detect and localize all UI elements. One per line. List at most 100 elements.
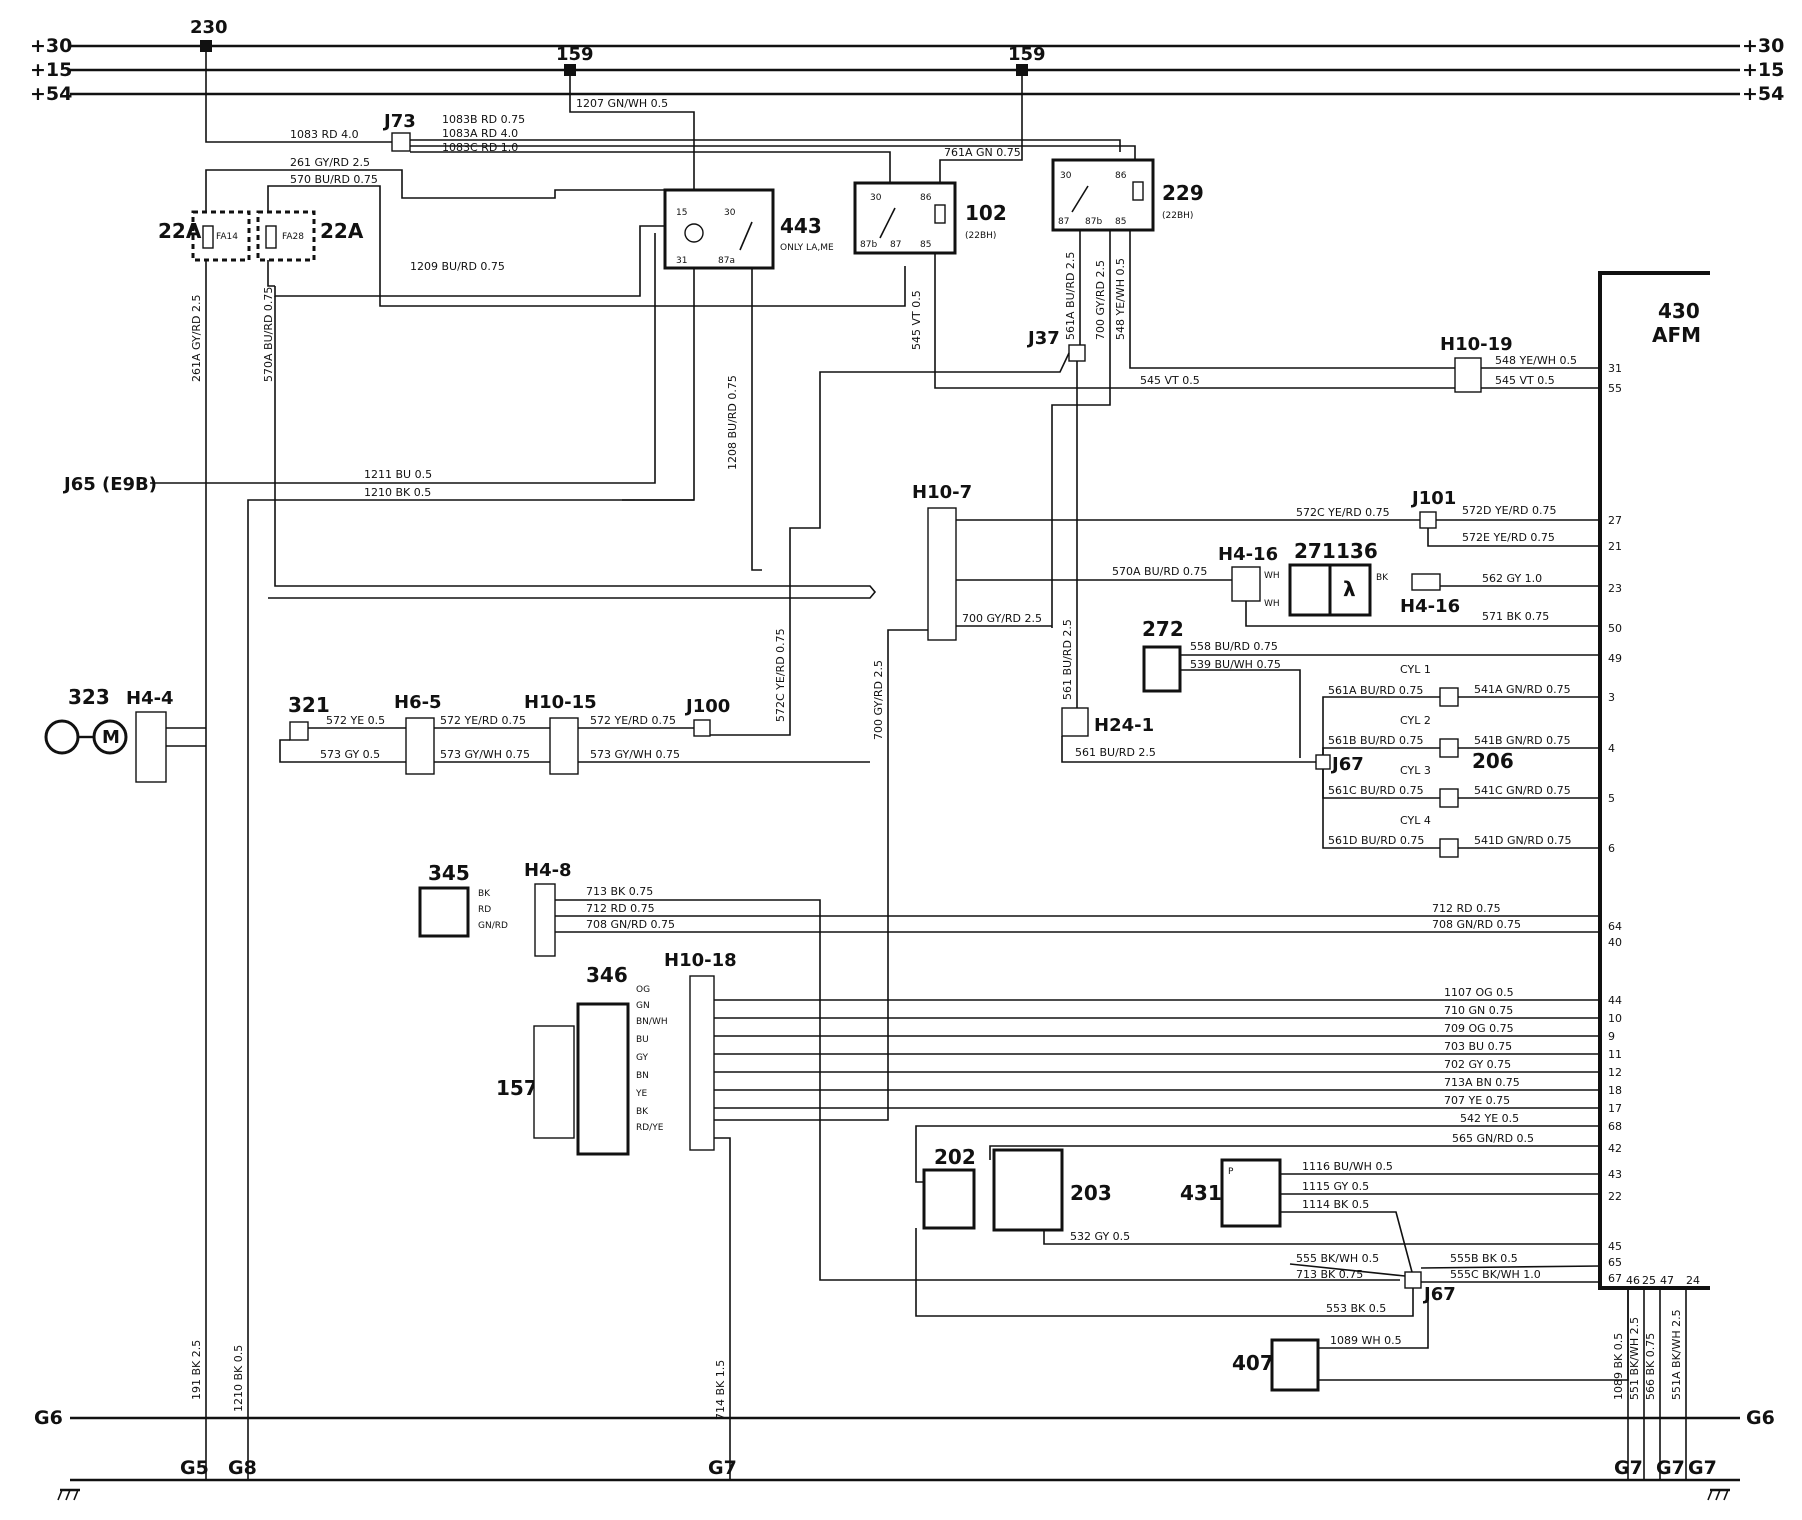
bus-15-label-left: +15	[30, 59, 72, 81]
label-j65: J65 (E9B)	[62, 474, 157, 495]
label-w545v: 545 VT 0.5	[910, 290, 923, 350]
label-345-gnrd: GN/RD	[478, 921, 508, 931]
label-w1208: 1208 BU/RD 0.75	[726, 375, 739, 470]
label-cyl3: CYL 3	[1400, 764, 1431, 777]
module-346-group: 346 H10-18 157 OG GN BN/WH BU GY BN YE B…	[496, 950, 1600, 1480]
label-102-sub: (22BH)	[965, 231, 996, 241]
injector-cyl2	[1439, 738, 1459, 758]
junction-j100	[693, 719, 711, 737]
pin-23: 23	[1608, 582, 1622, 595]
node-159-a	[564, 64, 576, 76]
pin-229-30: 30	[1060, 171, 1072, 181]
injector-group: 272 558 BU/RD 0.75 539 BU/WH 0.75 H24-1 …	[1061, 617, 1600, 858]
label-w1209: 1209 BU/RD 0.75	[410, 260, 505, 273]
power-buses: +30 +15 +54 +30 +15 +54 230 159 159	[30, 17, 1784, 105]
label-w710: 710 GN 0.75	[1444, 1004, 1513, 1017]
connector-h10-15	[549, 717, 579, 775]
pin-64: 64	[1608, 920, 1622, 933]
label-w1083: 1083 RD 4.0	[290, 128, 359, 141]
pin-65: 65	[1608, 1256, 1622, 1269]
label-h10-7: H10-7	[912, 482, 972, 503]
label-w542: 542 YE 0.5	[1460, 1112, 1519, 1125]
pin-229-85: 85	[1115, 217, 1126, 227]
label-gy: GY	[636, 1053, 649, 1063]
wire-1210	[247, 499, 694, 1480]
label-w572c-v: 572C YE/RD 0.75	[774, 628, 787, 722]
wire-561a-inj	[1322, 696, 1440, 755]
pin-49: 49	[1608, 652, 1622, 665]
label-w1210g: 1210 BK 0.5	[232, 1345, 245, 1412]
label-w561: 561 BU/RD 2.5	[1061, 619, 1074, 700]
wire-261	[205, 169, 740, 212]
fuse-fa28	[256, 210, 316, 262]
afm-frame	[1598, 271, 1710, 1290]
bus-30-label-right: +30	[1742, 35, 1784, 57]
connector-h4-8	[534, 883, 556, 957]
label-g7-c: G7	[1656, 1457, 1685, 1479]
label-w703: 703 BU 0.75	[1444, 1040, 1512, 1053]
label-w566: 566 BK 0.75	[1644, 1333, 1657, 1400]
label-w1116: 1116 BU/WH 0.5	[1302, 1160, 1393, 1173]
label-203: 203	[1070, 1181, 1112, 1205]
label-w1083c: 1083C RD 1.0	[442, 141, 518, 154]
pin-443-30: 30	[724, 208, 736, 218]
label-w1114: 1114 BK 0.5	[1302, 1198, 1369, 1211]
relay-102-coil	[934, 204, 946, 224]
pin-47: 47	[1660, 1274, 1674, 1287]
label-j37: J37	[1026, 328, 1060, 349]
label-w572: 572 YE 0.5	[326, 714, 385, 727]
pin-9: 9	[1608, 1030, 1615, 1043]
label-lambda: λ	[1343, 577, 1356, 601]
label-w561d: 561D BU/RD 0.75	[1328, 834, 1424, 847]
label-w573wh2: 573 GY/WH 0.75	[590, 748, 680, 761]
label-w555: 555 BK/WH 0.5	[1296, 1252, 1379, 1265]
wire-553	[915, 1228, 1414, 1317]
label-w1083a: 1083A RD 4.0	[442, 127, 518, 140]
pin-102-86: 86	[920, 193, 932, 203]
pin-67: 67	[1608, 1272, 1622, 1285]
label-rdye: RD/YE	[636, 1123, 664, 1133]
label-345: 345	[428, 861, 470, 885]
pin-18: 18	[1608, 1084, 1622, 1097]
wire-570a-run	[268, 296, 877, 599]
label-345-bk: BK	[478, 889, 491, 899]
pin-27: 27	[1608, 514, 1622, 527]
relay-229: 30 86 87 87b 85 229 (22BH) 561A BU/RD 2.…	[1051, 158, 1455, 628]
sensor-431	[1220, 1158, 1282, 1228]
label-w1115: 1115 GY 0.5	[1302, 1180, 1369, 1193]
label-h10-15: H10-15	[524, 692, 597, 713]
wire-1089-wh	[1318, 1288, 1429, 1349]
label-w709: 709 OG 0.75	[1444, 1022, 1514, 1035]
label-w1210: 1210 BK 0.5	[364, 486, 431, 499]
label-w561b: 561B BU/RD 0.75	[1328, 734, 1423, 747]
label-136: 136	[1336, 539, 1378, 563]
module-346	[576, 1002, 630, 1156]
label-w548v: 548 YE/WH 0.5	[1114, 258, 1127, 340]
wire-1114	[1280, 1211, 1413, 1273]
pin-10: 10	[1608, 1012, 1622, 1025]
label-w541b: 541B GN/RD 0.75	[1474, 734, 1571, 747]
label-w713b: 713 BK 0.75	[1296, 1268, 1363, 1281]
pin-17: 17	[1608, 1102, 1622, 1115]
wire-555	[1289, 1263, 1406, 1277]
label-w761a: 761A GN 0.75	[944, 146, 1021, 159]
pin-443-15: 15	[676, 208, 687, 218]
label-w545b: 545 VT 0.5	[1495, 374, 1555, 387]
label-j67-a: J67	[1330, 754, 1364, 775]
label-430: 430	[1658, 299, 1700, 323]
label-272: 272	[1142, 617, 1184, 641]
wire-761a	[939, 76, 1023, 183]
pin-12: 12	[1608, 1066, 1622, 1079]
row-321: 321 572 YE 0.5 573 GY 0.5 H6-5 572 YE/RD…	[279, 692, 870, 775]
node-159-b	[1016, 64, 1028, 76]
ground-bus: G6 G6 G5 G8 G7 G7 G7 G7 191 BK 2.5 1210 …	[34, 1288, 1775, 1501]
ground-icon-left	[57, 1488, 80, 1501]
label-w565: 565 GN/RD 0.5	[1452, 1132, 1534, 1145]
label-271: 271	[1294, 539, 1336, 563]
label-w261: 261 GY/RD 2.5	[290, 156, 370, 169]
pin-42: 42	[1608, 1142, 1622, 1155]
label-w572rd: 572 YE/RD 0.75	[440, 714, 526, 727]
wire-572c	[744, 352, 1070, 736]
pin-5: 5	[1608, 792, 1615, 805]
injector-cyl3	[1439, 788, 1459, 808]
